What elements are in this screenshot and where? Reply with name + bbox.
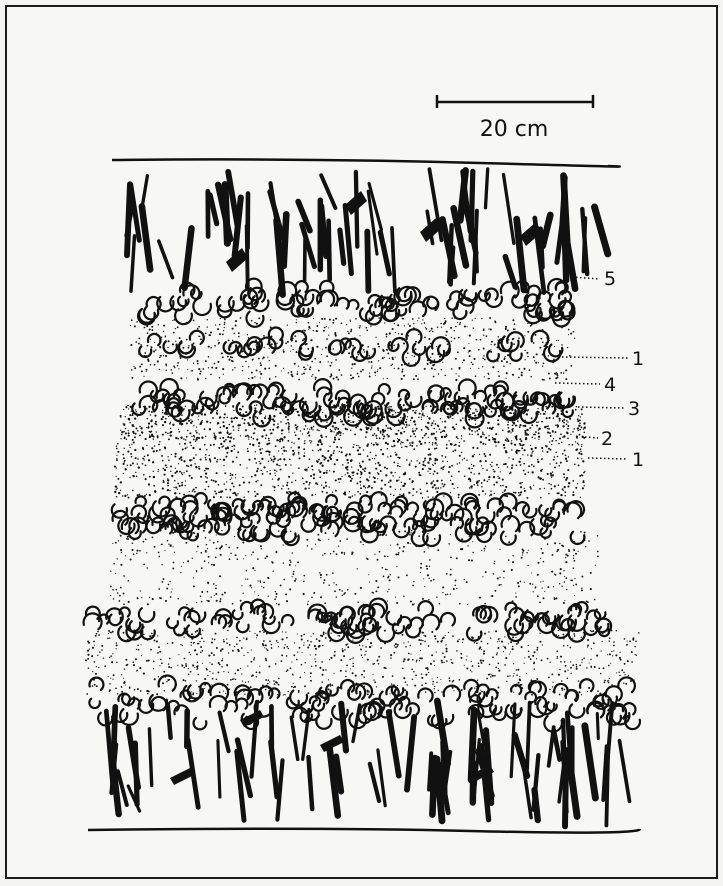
leader-1-upper bbox=[562, 357, 628, 358]
root-fragment bbox=[486, 169, 488, 208]
root-fragment bbox=[142, 206, 150, 269]
root-fragment bbox=[389, 712, 399, 776]
root-fragment bbox=[392, 228, 395, 292]
bottom-surface-line bbox=[88, 829, 640, 833]
top-surface-line bbox=[112, 159, 620, 166]
layer-labels: 5 1 4 3 2 1 bbox=[601, 268, 644, 471]
root-fragment bbox=[149, 729, 151, 786]
root-fragment bbox=[473, 763, 474, 802]
scale-bar: 20 cm bbox=[437, 95, 593, 142]
sand-band bbox=[110, 530, 599, 606]
organic-band bbox=[139, 328, 562, 366]
root-fragment bbox=[341, 704, 346, 751]
root-fragment bbox=[218, 741, 220, 798]
leader-1-lower bbox=[588, 458, 628, 459]
leader-2 bbox=[585, 437, 598, 438]
organic-band bbox=[84, 599, 612, 643]
organic-band bbox=[112, 492, 585, 546]
scale-bar-line bbox=[437, 95, 593, 108]
root-fragment bbox=[367, 232, 368, 291]
root-fragment bbox=[541, 229, 543, 268]
root-fragment bbox=[504, 175, 514, 244]
root-fragment bbox=[554, 730, 560, 759]
root-fragment bbox=[407, 717, 414, 790]
layer-label-5: 5 bbox=[604, 268, 616, 290]
layer-label-4: 4 bbox=[604, 374, 616, 396]
root-fragment bbox=[185, 228, 192, 287]
root-fragment bbox=[309, 757, 313, 809]
root-fragment bbox=[329, 221, 330, 280]
leader-3 bbox=[578, 407, 624, 408]
root-fragment bbox=[564, 216, 566, 280]
root-fragment bbox=[557, 227, 562, 262]
root-fragment bbox=[220, 713, 229, 752]
root-fragment bbox=[620, 741, 630, 802]
leader-4 bbox=[555, 383, 600, 384]
root-fragment bbox=[380, 232, 389, 273]
root-fragment bbox=[271, 742, 277, 797]
root-fragment bbox=[517, 219, 524, 290]
root-fragment bbox=[135, 743, 137, 804]
root-fragment bbox=[284, 214, 287, 266]
layer-label-1-upper: 1 bbox=[632, 348, 644, 370]
layer-label-2: 2 bbox=[601, 428, 613, 450]
organic-band bbox=[138, 279, 574, 327]
root-fragment bbox=[168, 705, 171, 738]
root-fragment bbox=[597, 714, 598, 739]
organic-band bbox=[89, 675, 640, 731]
root-chunk bbox=[170, 768, 194, 785]
sand-band bbox=[114, 439, 586, 499]
root-fragment bbox=[142, 176, 147, 208]
root-fragment bbox=[321, 175, 335, 208]
leader-lines bbox=[555, 277, 628, 459]
root-fragment bbox=[353, 705, 360, 741]
layer-label-1-lower: 1 bbox=[632, 449, 644, 471]
root-fragment bbox=[159, 241, 173, 278]
root-fragment bbox=[595, 207, 608, 254]
root-fragment bbox=[543, 215, 551, 246]
root-fragment bbox=[585, 726, 596, 798]
root-fragment bbox=[535, 790, 538, 820]
root-fragment bbox=[291, 717, 297, 759]
organic-layers bbox=[84, 279, 640, 732]
root-fragment bbox=[370, 764, 379, 801]
root-fragment bbox=[340, 230, 344, 263]
root-fragment bbox=[131, 236, 135, 291]
scale-bar-label: 20 cm bbox=[480, 117, 549, 142]
root-fragment bbox=[565, 769, 566, 827]
layer-label-3: 3 bbox=[628, 398, 640, 420]
root-zone-top bbox=[126, 169, 608, 295]
root-fragment bbox=[210, 195, 217, 224]
